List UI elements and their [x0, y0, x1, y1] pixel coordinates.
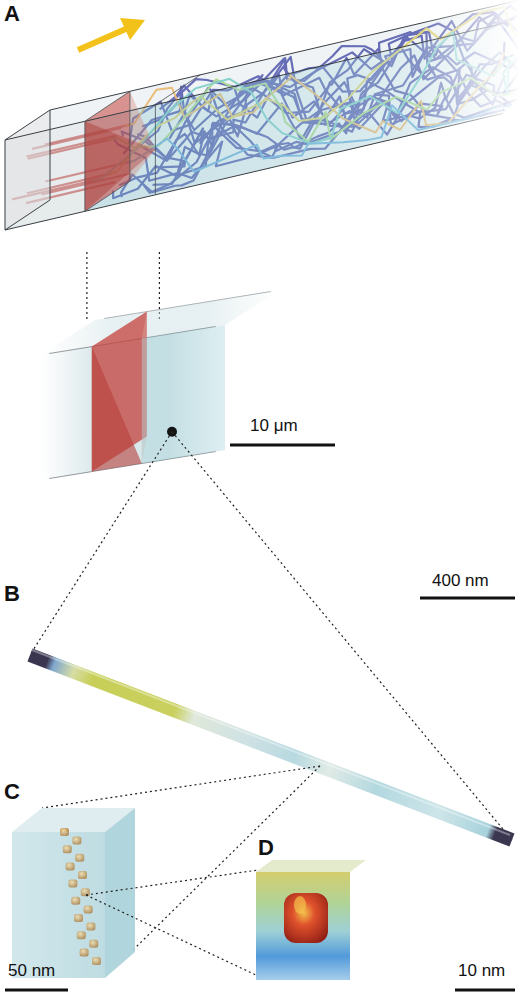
- scale-bar: [230, 444, 335, 447]
- scale-label: 10 nm: [458, 962, 505, 981]
- scale-label: 400 nm: [432, 572, 489, 591]
- transition-prism: [92, 347, 142, 472]
- matrix-top: [256, 860, 366, 872]
- tube-side-face: [142, 325, 225, 464]
- flow-arrow-head: [120, 18, 145, 40]
- rod-highlight: [32, 650, 510, 835]
- panel-letter: C: [4, 780, 20, 804]
- section-edge: [155, 75, 200, 105]
- panel-letter: B: [4, 582, 20, 606]
- nanoparticle: [284, 893, 328, 943]
- transition-prism: [130, 91, 156, 181]
- particle-highlight: [294, 896, 306, 914]
- matrix-block: [256, 872, 350, 980]
- tube-edge: [104, 292, 271, 319]
- tube-edge: [5, 110, 50, 230]
- zoom-line: [86, 870, 258, 895]
- panel-letter: A: [4, 2, 20, 26]
- section-edge: [85, 91, 130, 211]
- zoom-line: [86, 252, 87, 322]
- panel-letter: D: [258, 836, 274, 860]
- panel-a: [5, 0, 519, 322]
- zoom-line: [30, 432, 172, 655]
- section-edge: [155, 105, 156, 195]
- panel-c: [5, 808, 258, 990]
- fade-overlay: [420, 0, 519, 210]
- zoom-line: [42, 766, 320, 808]
- flow-arrow-shaft: [78, 28, 128, 50]
- panel-a-zoom: [40, 290, 335, 480]
- transition-plane: [92, 312, 147, 472]
- fibre-section-face: [12, 832, 105, 978]
- scale-label: 10 μm: [250, 417, 298, 436]
- scale-label: 50 nm: [8, 962, 55, 981]
- fibre-section-side: [105, 808, 135, 978]
- fibre-section-face: [12, 832, 105, 978]
- scale-bar: [455, 989, 515, 992]
- scale-bar: [5, 989, 68, 992]
- zoom-line: [86, 895, 258, 976]
- panel-d: [256, 860, 515, 990]
- scale-bar: [420, 597, 515, 600]
